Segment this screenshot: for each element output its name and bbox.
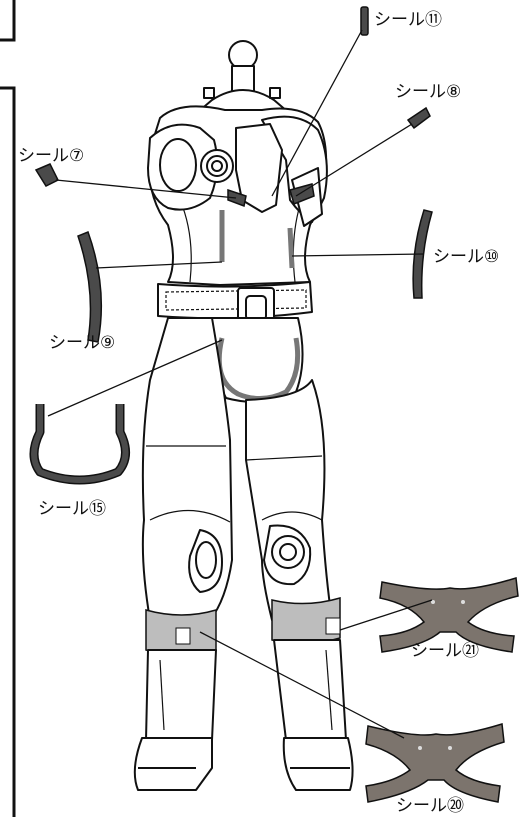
figure-back-view <box>133 40 354 791</box>
label-sticker-15: シール⑮ <box>38 499 106 519</box>
leader-lines <box>47 29 433 739</box>
label-sticker-20: シール⑳ <box>396 796 464 816</box>
back-panel-grey <box>219 210 295 269</box>
sticker-15-shape <box>29 404 130 485</box>
hip-panel-grey <box>216 337 301 401</box>
right-boot <box>282 737 354 791</box>
label-sticker-8: シール⑧ <box>395 82 461 102</box>
leader-s15 <box>47 339 223 417</box>
left-boot <box>133 737 213 791</box>
sticker-7-shape <box>34 163 60 187</box>
label-sticker-11: シール⑪ <box>374 10 442 30</box>
leader-s8 <box>295 123 413 197</box>
sticker-8-shape <box>406 106 431 130</box>
leader-s20 <box>199 631 405 739</box>
sticker-20-shape <box>365 723 505 803</box>
leader-s21 <box>339 599 433 631</box>
sticker-11-shape <box>360 6 369 36</box>
leader-s7 <box>55 179 237 199</box>
sticker-9-shape <box>77 231 103 343</box>
label-sticker-7: シール⑦ <box>18 146 84 166</box>
neck-joint <box>197 40 289 113</box>
label-sticker-9: シール⑨ <box>49 333 115 353</box>
label-sticker-21: シール㉑ <box>411 641 479 661</box>
leader-s11 <box>271 29 363 197</box>
leader-s10 <box>291 253 425 257</box>
sticker-21-shape <box>379 577 519 653</box>
leader-s9 <box>95 261 223 269</box>
page-frame <box>0 0 16 817</box>
label-sticker-10: シール⑩ <box>433 247 499 267</box>
